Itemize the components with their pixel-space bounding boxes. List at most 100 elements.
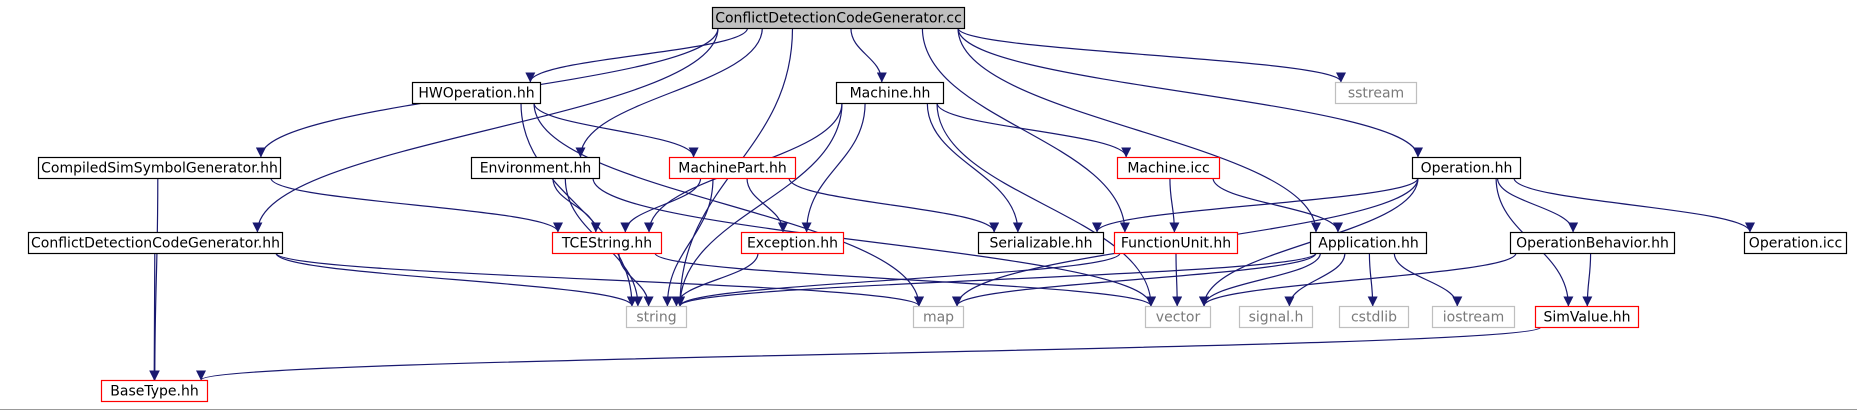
node-functionunit-label: FunctionUnit.hh: [1121, 236, 1231, 252]
node-root-box: [711, 6, 966, 30]
edge-operation-to-operationicc: [1513, 177, 1755, 233]
edge-application-to-map: [952, 252, 1317, 307]
node-simvalue[interactable]: SimValue.hh: [1534, 305, 1640, 329]
node-machinepart[interactable]: MachinePart.hh: [668, 156, 797, 180]
edge-root-to-machine: [850, 27, 887, 83]
node-machineicc[interactable]: Machine.icc: [1116, 156, 1221, 180]
node-environment-box: [470, 156, 601, 180]
node-signal-label: signal.h: [1249, 310, 1304, 326]
edge-hwop-to-map: [533, 102, 924, 307]
node-compiled[interactable]: CompiledSimSymbolGenerator.hh: [37, 156, 282, 180]
node-application[interactable]: Application.hh: [1309, 231, 1428, 255]
node-simvalue-label: SimValue.hh: [1543, 310, 1630, 326]
node-basetype[interactable]: BaseType.hh: [100, 379, 209, 403]
node-environment-label: Environment.hh: [480, 161, 592, 177]
edge-machine-to-string: [675, 102, 843, 307]
edge-application-to-cstdlib: [1367, 252, 1378, 307]
node-machinepart-label: MachinePart.hh: [678, 161, 786, 177]
edge-machineicc-to-functionunit: [1169, 177, 1180, 233]
edge-machine-to-serializable: [926, 102, 1023, 233]
node-cdcg-label: ConflictDetectionCodeGenerator.hh: [31, 236, 280, 252]
node-environment[interactable]: Environment.hh: [470, 156, 601, 180]
edge-application-to-iostream: [1393, 252, 1463, 307]
edge-hwop-to-string: [520, 102, 637, 307]
node-map-box: [912, 305, 965, 329]
edge-root-to-sstream: [957, 27, 1346, 83]
edge-cdcg-to-map: [275, 252, 924, 307]
node-string-label: string: [636, 310, 676, 326]
node-simvalue-box: [1534, 305, 1640, 329]
node-serializable[interactable]: Serializable.hh: [977, 231, 1105, 255]
node-map: map: [912, 305, 965, 329]
node-operation[interactable]: Operation.hh: [1411, 156, 1522, 180]
edge-cdcg-to-string: [275, 252, 637, 307]
edge-root-to-functionunit: [921, 27, 1130, 233]
edge-cdcg-to-basetype: [149, 252, 160, 381]
edge-opbehavior-to-simvalue: [1582, 252, 1593, 307]
node-root[interactable]: ConflictDetectionCodeGenerator.cc: [711, 6, 966, 30]
node-sstream: sstream: [1334, 81, 1418, 105]
node-signal: signal.h: [1238, 305, 1314, 329]
edge-machinepart-to-exception: [746, 177, 788, 233]
node-machineicc-box: [1116, 156, 1221, 180]
node-iostream: iostream: [1431, 305, 1516, 329]
node-machine-label: Machine.hh: [850, 86, 931, 102]
node-functionunit[interactable]: FunctionUnit.hh: [1113, 231, 1239, 255]
edge-operation-to-serializable: [1092, 177, 1419, 233]
edge-compiled-to-tcestring: [270, 177, 563, 233]
node-iostream-label: iostream: [1443, 310, 1505, 326]
node-cstdlib-label: cstdlib: [1351, 310, 1397, 326]
node-root-label: ConflictDetectionCodeGenerator.cc: [715, 11, 962, 27]
edge-machinepart-to-string: [662, 177, 714, 307]
edge-functionunit-to-vector: [1172, 252, 1183, 307]
edge-environment-to-vector: [592, 177, 1156, 307]
node-hwop-label: HWOperation.hh: [418, 86, 534, 102]
node-machine[interactable]: Machine.hh: [835, 81, 945, 105]
edge-hwop-to-machinepart: [533, 102, 699, 158]
node-string-box: [625, 305, 688, 329]
edge-root-to-hwop: [525, 27, 749, 83]
node-iostream-box: [1431, 305, 1516, 329]
edge-functionunit-to-string: [675, 252, 1121, 307]
node-tcestring[interactable]: TCEString.hh: [551, 231, 663, 255]
node-cdcg[interactable]: ConflictDetectionCodeGenerator.hh: [27, 231, 284, 255]
node-tcestring-box: [551, 231, 663, 255]
node-operationicc[interactable]: Operation.icc: [1743, 231, 1848, 255]
edge-exception-to-string: [671, 252, 759, 307]
edge-opbehavior-to-vector: [1199, 252, 1517, 307]
edge-operation-to-opbehavior: [1496, 177, 1579, 233]
node-opbehavior[interactable]: OperationBehavior.hh: [1509, 231, 1676, 255]
node-basetype-label: BaseType.hh: [110, 384, 198, 400]
node-operation-box: [1411, 156, 1522, 180]
node-opbehavior-box: [1509, 231, 1676, 255]
node-serializable-label: Serializable.hh: [989, 236, 1092, 252]
node-cstdlib: cstdlib: [1338, 305, 1410, 329]
node-compiled-label: CompiledSimSymbolGenerator.hh: [41, 161, 278, 177]
node-application-box: [1309, 231, 1428, 255]
edge-root-to-cdcg: [252, 27, 719, 233]
edge-machine-to-vector: [936, 102, 1156, 307]
node-machinepart-box: [668, 156, 797, 180]
node-hwop-box: [411, 81, 542, 105]
node-sstream-box: [1334, 81, 1418, 105]
edge-machinepart-to-serializable: [788, 177, 1000, 233]
node-hwop[interactable]: HWOperation.hh: [411, 81, 542, 105]
edge-root-to-environment: [575, 27, 763, 158]
edge-environment-to-tcestring: [552, 177, 601, 233]
edge-application-to-signal: [1284, 252, 1346, 307]
node-map-label: map: [923, 310, 954, 326]
node-serializable-box: [977, 231, 1105, 255]
node-tcestring-label: TCEString.hh: [561, 236, 652, 252]
node-signal-box: [1238, 305, 1314, 329]
node-exception-label: Exception.hh: [747, 236, 838, 252]
node-exception[interactable]: Exception.hh: [740, 231, 845, 255]
node-vector-box: [1144, 305, 1212, 329]
edge-machine-to-exception: [801, 102, 866, 233]
node-cstdlib-box: [1338, 305, 1410, 329]
node-operationicc-box: [1743, 231, 1848, 255]
edge-machine-to-machineicc: [936, 102, 1132, 158]
node-string: string: [625, 305, 688, 329]
node-vector-label: vector: [1156, 310, 1201, 326]
node-exception-box: [740, 231, 845, 255]
